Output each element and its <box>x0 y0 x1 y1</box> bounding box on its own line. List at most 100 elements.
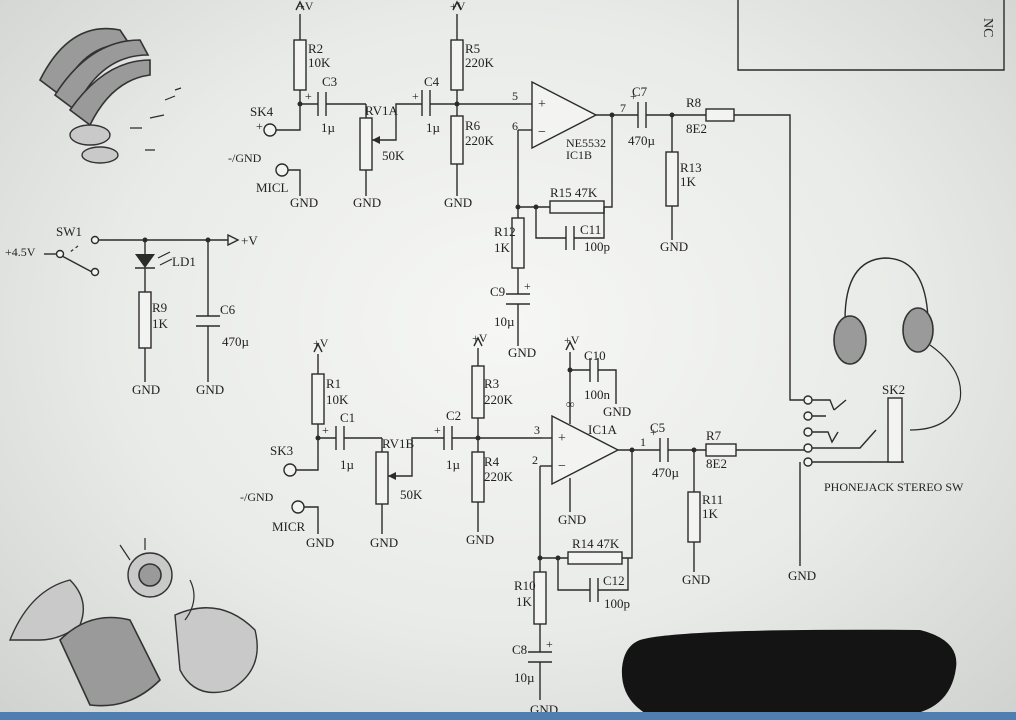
r2-resistor <box>293 39 307 91</box>
sk2-jack-body[interactable] <box>887 397 903 463</box>
gnd-label-jack: GND <box>788 568 816 583</box>
c6-label: C6 <box>220 302 236 317</box>
gnd-label-ic1a: GND <box>558 512 586 527</box>
r13-value: 1K <box>680 174 697 189</box>
r9-resistor <box>138 291 152 349</box>
r10-label: R10 <box>514 578 536 593</box>
r1-resistor <box>311 373 325 425</box>
c7-value: 470µ <box>628 133 656 148</box>
ic1a-vplus: +V <box>564 333 580 347</box>
c8-value: 10µ <box>514 670 535 685</box>
sw1-label: SW1 <box>56 224 82 239</box>
led-symbol <box>135 254 155 268</box>
svg-text:+: + <box>322 423 329 437</box>
sk4-jack[interactable] <box>263 123 277 137</box>
ic1a-pin-minus: 2 <box>532 453 538 467</box>
r9-label: R9 <box>152 300 167 315</box>
gnd-label-r11: GND <box>682 572 710 587</box>
svg-text:+: + <box>558 431 566 446</box>
r3-label: R3 <box>484 376 499 391</box>
c9-value: 10µ <box>494 314 515 329</box>
top-mic-gnd-terminal[interactable] <box>275 163 289 177</box>
r8-label: R8 <box>686 95 701 110</box>
ic1b-label: IC1B <box>566 148 592 162</box>
r8-value: 8E2 <box>686 121 707 136</box>
c2-label: C2 <box>446 408 461 423</box>
c3-label: C3 <box>322 74 337 89</box>
bottom-mic-gnd-terminal[interactable] <box>291 500 305 514</box>
r5-resistor <box>450 39 464 91</box>
bottom-r3-vplus: +V <box>472 331 488 345</box>
svg-text:+: + <box>524 279 531 293</box>
gnd-label-r9: GND <box>132 382 160 397</box>
c9-label: C9 <box>490 284 505 299</box>
r6-value: 220K <box>465 133 495 148</box>
r4-label: R4 <box>484 454 500 469</box>
r11-value: 1K <box>702 506 719 521</box>
r1-label: R1 <box>326 376 341 391</box>
bottom-mic-label: MICR <box>272 519 306 534</box>
r9-value: 1K <box>152 316 169 331</box>
r7-value: 8E2 <box>706 456 727 471</box>
r2-value: 10K <box>308 55 331 70</box>
c1-value: 1µ <box>340 457 355 472</box>
rv1b-potentiometer[interactable] <box>375 451 389 505</box>
r5-value: 220K <box>465 55 495 70</box>
title-box: NC <box>737 0 1005 71</box>
c11-value: 100p <box>584 239 610 254</box>
switch-terminal <box>55 249 65 259</box>
c6-value: 470µ <box>222 334 250 349</box>
r12-label: R12 <box>494 224 516 239</box>
left-channel-amplifier: +V R2 10K + C3 1µ SK4 + -/GND MICL GND R… <box>228 0 808 401</box>
svg-text:+: + <box>434 423 441 437</box>
top-gnd-in-label: -/GND <box>228 151 262 165</box>
r3-resistor <box>471 365 485 419</box>
r7-resistor <box>705 443 737 457</box>
c5-label: C5 <box>650 420 665 435</box>
c8-label: C8 <box>512 642 527 657</box>
ic1b-pin-minus: 6 <box>512 119 518 133</box>
gnd-label-mic-top: GND <box>290 195 318 210</box>
infinity-mark: ∞ <box>566 397 575 411</box>
svg-text:+: + <box>412 89 419 103</box>
ic1b-opamp <box>531 80 598 150</box>
sk3-jack[interactable] <box>283 463 297 477</box>
svg-text:+: + <box>630 89 637 103</box>
top-r5-vplus: +V <box>450 0 466 13</box>
r6-label: R6 <box>465 118 481 133</box>
rv1a-potentiometer[interactable] <box>359 117 373 171</box>
sk4-label: SK4 <box>250 104 274 119</box>
c4-label: C4 <box>424 74 440 89</box>
r2-label: R2 <box>308 41 323 56</box>
r10-resistor <box>533 571 547 625</box>
bottom-gnd-in-label: -/GND <box>240 490 274 504</box>
cartoon-singer-illustration <box>8 538 258 707</box>
ic1a-pin-out: 1 <box>640 435 646 449</box>
screen-bottom-edge <box>0 712 1016 720</box>
top-mic-label: MICL <box>256 180 289 195</box>
rv1a-label: RV1A <box>365 103 399 118</box>
ic1a-pin-plus: 3 <box>534 423 540 437</box>
title-fragment: NC <box>980 18 995 37</box>
power-supply-section: +4.5V SW1 +V LD1 R9 1K GND C6 470µ GND <box>5 224 258 397</box>
ic1a-opamp <box>551 414 620 486</box>
gnd-label-c9: GND <box>508 345 536 360</box>
svg-text:+: + <box>546 637 553 651</box>
c12-label: C12 <box>603 573 625 588</box>
top-r2-vplus: +V <box>298 0 314 13</box>
r11-label: R11 <box>702 492 723 507</box>
redaction-blob <box>621 629 957 716</box>
gnd-label-mic-bottom: GND <box>306 535 334 550</box>
r15-label: R15 47K <box>550 185 598 200</box>
supply-vplus-label: +V <box>241 233 258 248</box>
ld1-label: LD1 <box>172 254 196 269</box>
ic1a-label: IC1A <box>588 422 618 437</box>
r4-value: 220K <box>484 469 514 484</box>
gnd-label-c6: GND <box>196 382 224 397</box>
r13-resistor <box>665 151 679 207</box>
svg-text:−: − <box>538 125 546 140</box>
music-notes-illustration <box>38 27 182 164</box>
phonejack-label: PHONEJACK STEREO SW <box>824 480 964 494</box>
